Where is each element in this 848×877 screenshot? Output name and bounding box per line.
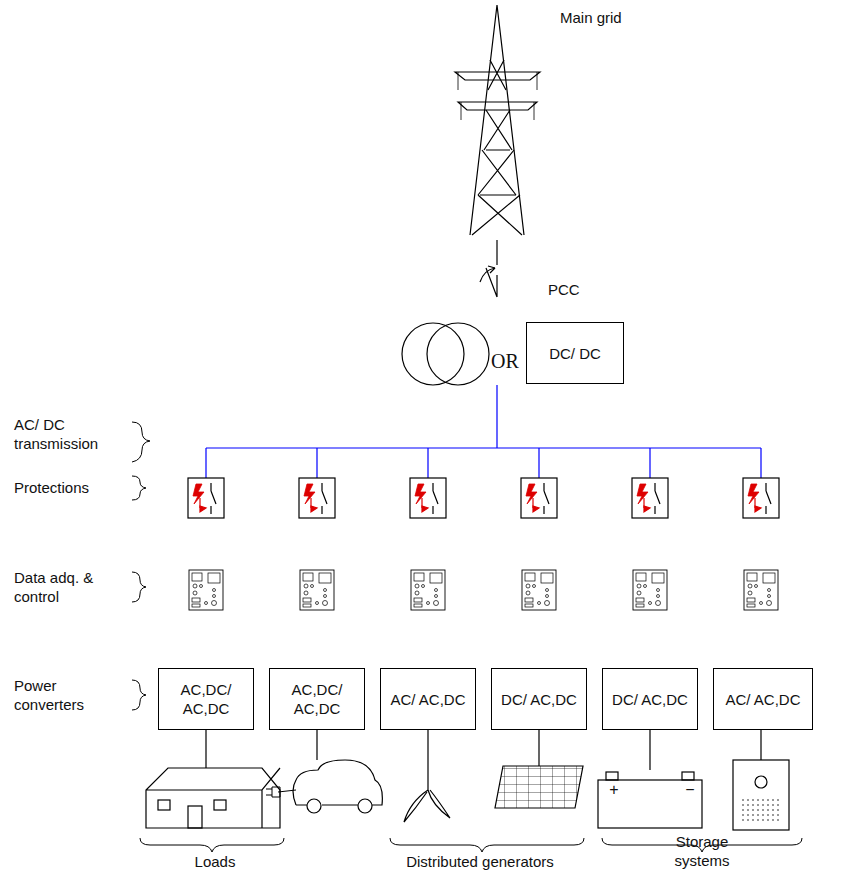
solar-panel-icon: [495, 766, 583, 808]
battery-terminal: +: [604, 780, 624, 799]
transformer-symbol: [402, 323, 489, 385]
braces: [132, 422, 802, 852]
power-converter-box: AC/ AC,DC: [380, 668, 476, 730]
row-label: Data adq. & control: [14, 568, 114, 606]
power-converter-box: AC,DC/ AC,DC: [158, 668, 254, 730]
group-label: Storage systems: [662, 832, 742, 870]
device-wires: [206, 730, 761, 770]
row-label: Power converters: [14, 676, 104, 714]
or-label: OR: [484, 352, 526, 371]
power-converter-box: AC,DC/ AC,DC: [269, 668, 365, 730]
pcc-label: PCC: [548, 280, 598, 299]
converter-label: DC/ AC,DC: [612, 690, 688, 709]
pcc-switch: [480, 266, 497, 297]
power-converter-box: DC/ AC,DC: [491, 668, 587, 730]
power-converter-box: AC/ AC,DC: [713, 668, 813, 730]
converter-label: DC/ DC: [549, 344, 601, 363]
dc-dc-converter-box: DC/ DC: [526, 322, 624, 384]
protection-devices: [188, 478, 779, 518]
wind-turbine-icon: [404, 768, 450, 822]
row-label: AC/ DC transmission: [14, 415, 124, 453]
group-label: Loads: [170, 852, 260, 871]
converter-label: AC,DC/ AC,DC: [175, 680, 237, 718]
converter-label: AC/ AC,DC: [390, 690, 465, 709]
control-devices: [189, 570, 778, 610]
battery-terminal: −: [680, 780, 700, 799]
bus-lines: [206, 385, 761, 478]
converter-label: DC/ AC,DC: [501, 690, 577, 709]
transmission-tower: [455, 5, 540, 265]
converter-label: AC/ AC,DC: [725, 690, 800, 709]
house-icon: [146, 768, 280, 828]
power-converter-box: DC/ AC,DC: [602, 668, 698, 730]
group-label: Distributed generators: [400, 852, 560, 871]
battery-icon: [598, 772, 702, 828]
row-label: Protections: [14, 478, 124, 497]
grid-label: Main grid: [560, 8, 650, 27]
electric-car-icon: [266, 760, 382, 813]
converter-label: AC,DC/ AC,DC: [286, 680, 348, 718]
generator-icon: [733, 760, 789, 830]
